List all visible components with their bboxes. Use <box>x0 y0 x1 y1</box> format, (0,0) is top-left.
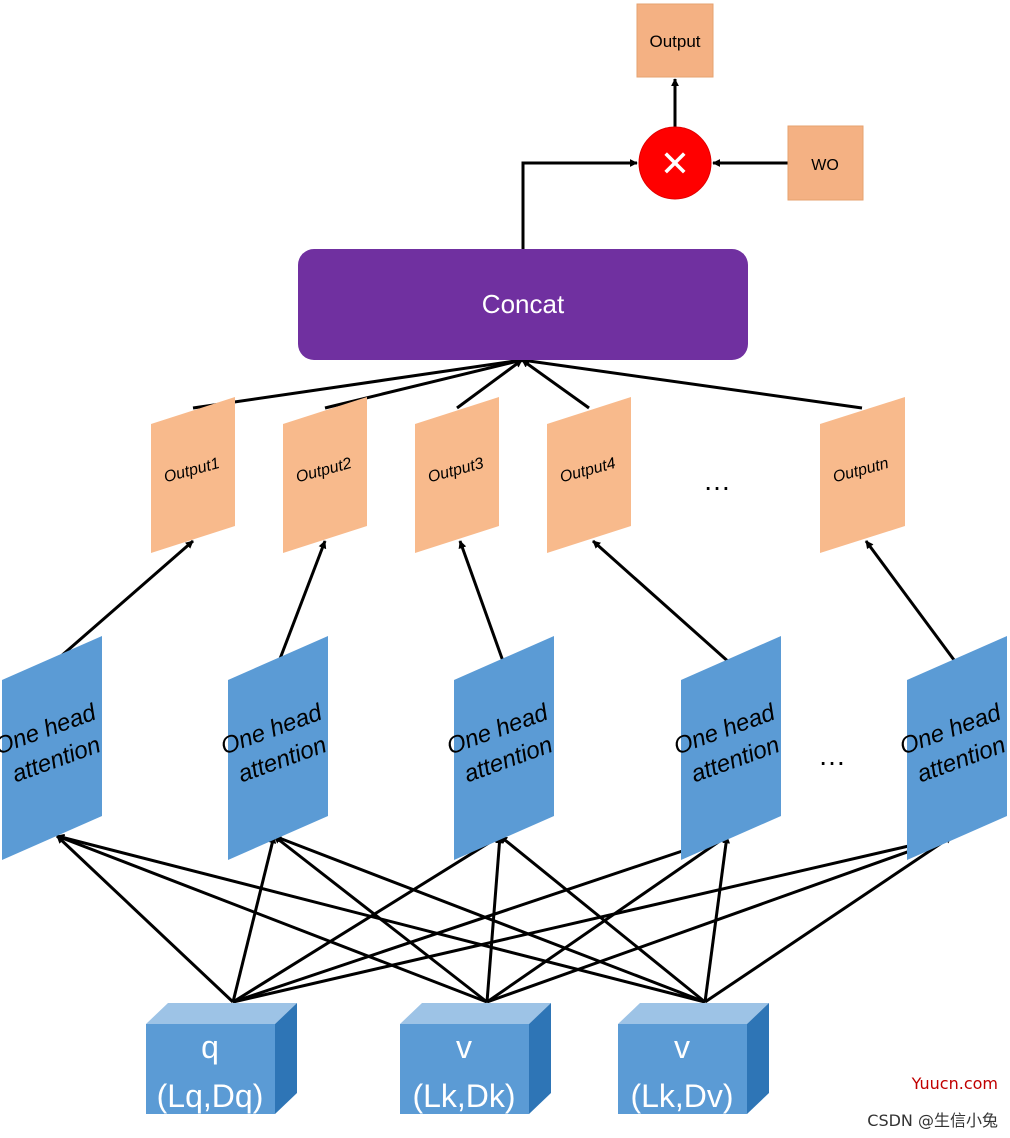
input-3-to-head-1-arrow <box>56 833 706 1004</box>
input-k-shape: (Lk,Dk) <box>412 1078 515 1114</box>
input-3-to-head-5-arrow <box>704 834 953 1004</box>
input-cube-v: v (Lk,Dv) <box>618 1003 769 1114</box>
input-2-to-head-4-arrow <box>486 834 728 1004</box>
concat-to-multiply-arrow <box>521 159 638 249</box>
output-4-to-concat-arrow <box>521 358 590 410</box>
wo-label: WO <box>811 157 839 174</box>
input-1-to-head-5-arrow <box>232 833 953 1004</box>
multiply-node: ✕ <box>638 126 712 200</box>
input-q-shape: (Lq,Dq) <box>157 1078 264 1114</box>
output-1-to-concat-arrow <box>192 357 523 410</box>
attention-head-ellipsis: … <box>818 740 846 771</box>
watermark-site: Yuucn.com <box>911 1074 998 1093</box>
attention-head-4: One head attention <box>670 636 783 860</box>
input-cube-k: v (Lk,Dk) <box>400 1003 551 1114</box>
head-output-1: Output1 <box>151 397 235 553</box>
head-3-to-output-arrow <box>458 540 506 665</box>
connection-arrows <box>51 78 959 1004</box>
head-output-n: Outputn <box>820 397 905 553</box>
input-q-name: q <box>201 1029 219 1065</box>
concat-label: Concat <box>482 289 565 319</box>
wo-weight-box: WO <box>787 125 864 201</box>
input-1-to-head-3-arrow <box>232 834 501 1004</box>
input-2-to-head-1-arrow <box>56 834 488 1004</box>
input-2-to-head-5-arrow <box>486 834 953 1004</box>
input-1-to-head-1-arrow <box>55 834 235 1004</box>
attention-head-5: One head attention <box>896 636 1009 860</box>
attention-head-2: One head attention <box>217 636 330 860</box>
head-output-3: Output3 <box>415 397 499 553</box>
input-1-to-head-4-arrow <box>232 834 728 1004</box>
head-output-ellipsis: … <box>703 465 731 496</box>
input-3-to-head-3-arrow <box>499 834 706 1004</box>
input-3-to-head-4-arrow <box>703 835 731 1003</box>
output-5-to-concat-arrow <box>521 357 863 410</box>
head-4-to-output-arrow <box>592 539 732 666</box>
watermark-credit: CSDN @生信小兔 <box>867 1111 998 1130</box>
input-1-to-head-2-arrow <box>231 835 277 1003</box>
head-5-to-output-arrow <box>864 540 959 665</box>
concat-block: Concat <box>298 249 748 360</box>
input-3-to-head-2-arrow <box>273 834 706 1004</box>
input-v-name: v <box>674 1029 690 1065</box>
head-2-to-output-arrow <box>276 540 327 665</box>
input-v-shape: (Lk,Dv) <box>630 1078 733 1114</box>
head-output-2: Output2 <box>283 397 367 553</box>
attention-head-3: One head attention <box>443 636 556 860</box>
multiply-icon: ✕ <box>660 144 690 185</box>
final-output-label: Output <box>649 32 700 51</box>
input-k-name: v <box>456 1029 472 1065</box>
attention-head-1: One head attention <box>0 636 104 860</box>
head-output-4: Output4 <box>547 397 631 553</box>
input-cube-q: q (Lq,Dq) <box>146 1003 297 1114</box>
final-output-box: Output <box>636 3 714 78</box>
output-3-to-concat-arrow <box>456 358 523 410</box>
head-1-to-output-arrow <box>51 539 194 666</box>
